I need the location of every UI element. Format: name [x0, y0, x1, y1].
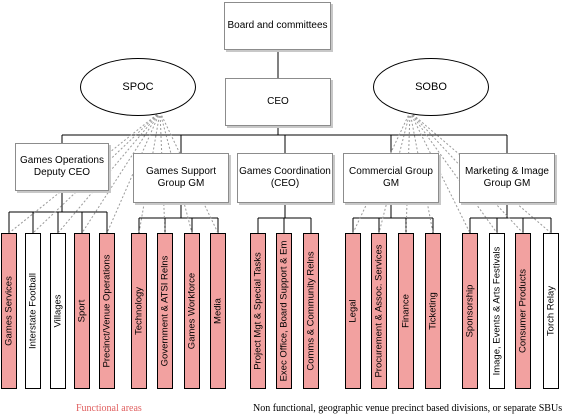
- unit-label: Government & ATSI Relns: [159, 255, 171, 367]
- unit-box: Finance: [398, 233, 414, 389]
- group-label: Games Operations Deputy CEO: [20, 155, 104, 178]
- unit-label: Technology: [133, 286, 145, 336]
- group-box-marketing-image: Marketing & Image Group GM: [459, 153, 555, 203]
- dotted-link: [409, 111, 471, 234]
- unit-box: Government & ATSI Relns: [157, 233, 173, 389]
- dotted-link: [378, 111, 411, 234]
- unit-box: Comms & Community Relns: [303, 233, 319, 389]
- group-label: Games Coordination (CEO): [239, 166, 331, 189]
- sobo-label: SOBO: [415, 81, 447, 93]
- unit-box: Sport: [74, 233, 90, 389]
- spoc-ellipse: SPOC: [80, 58, 196, 116]
- unit-label: Torch Relay: [545, 285, 557, 337]
- unit-box: Project Mgt & Special Tasks: [250, 233, 266, 389]
- group-box-commercial: Commercial Group GM: [343, 153, 439, 203]
- unit-box: Ticketing: [425, 233, 441, 389]
- spoc-label: SPOC: [122, 81, 154, 93]
- unit-label: Sponsorship: [464, 284, 476, 338]
- unit-box: Legal: [345, 233, 361, 389]
- legend-functional: Functional areas: [76, 403, 142, 414]
- unit-label: Project Mgt & Special Tasks: [252, 252, 264, 370]
- ceo-label: CEO: [267, 96, 289, 107]
- unit-label: Finance: [400, 294, 412, 328]
- unit-label: Exec Office, Board Support & Em: [278, 240, 290, 382]
- unit-box: Consumer Products: [515, 233, 531, 389]
- unit-box: Villages: [50, 233, 66, 389]
- unit-box: Games Workforce: [184, 233, 200, 389]
- board-label: Board and committees: [227, 20, 328, 31]
- group-label: Games Support Group GM: [145, 166, 217, 189]
- group-box-games-coordination: Games Coordination (CEO): [237, 153, 333, 203]
- ceo-box: CEO: [225, 78, 331, 126]
- dotted-link: [32, 111, 161, 234]
- unit-box: Media: [210, 233, 226, 389]
- group-label: Marketing & Image Group GM: [465, 166, 549, 189]
- unit-box: Procurement & Assoc. Services: [371, 233, 387, 389]
- unit-box: Games Services: [1, 233, 17, 389]
- group-box-games-operations: Games Operations Deputy CEO: [15, 143, 109, 191]
- dotted-link: [159, 111, 193, 234]
- unit-label: Interstate Football: [27, 272, 39, 350]
- unit-box: Technology: [131, 233, 147, 389]
- legend-non-functional: Non functional, geographic venue precinc…: [253, 403, 562, 414]
- unit-label: Games Services: [3, 276, 15, 346]
- unit-box: Image, Events & Arts Festivals: [489, 233, 505, 389]
- unit-label: Procurement & Assoc. Services: [373, 244, 385, 378]
- unit-label: Games Workforce: [186, 272, 198, 350]
- unit-box: Sponsorship: [462, 233, 478, 389]
- group-label: Commercial Group GM: [349, 166, 433, 189]
- unit-label: Comms & Community Relns: [305, 251, 317, 371]
- unit-box: Precinct/Venue Operations: [99, 233, 115, 389]
- unit-box: Exec Office, Board Support & Em: [276, 233, 292, 389]
- unit-label: Image, Events & Arts Festivals: [491, 246, 503, 376]
- unit-label: Precinct/Venue Operations: [101, 254, 113, 368]
- unit-label: Consumer Products: [517, 269, 529, 353]
- unit-label: Media: [212, 298, 224, 324]
- unit-label: Ticketing: [427, 292, 439, 330]
- group-box-games-support: Games Support Group GM: [133, 153, 229, 203]
- unit-label: Sport: [76, 299, 88, 323]
- unit-label: Villages: [52, 294, 64, 328]
- unit-box: Interstate Football: [25, 233, 41, 389]
- board-box: Board and committees: [224, 2, 331, 50]
- dotted-link: [409, 111, 498, 234]
- dotted-link: [409, 111, 524, 234]
- unit-box: Torch Relay: [543, 233, 559, 389]
- unit-label: Legal: [347, 299, 359, 323]
- sobo-ellipse: SOBO: [373, 58, 489, 116]
